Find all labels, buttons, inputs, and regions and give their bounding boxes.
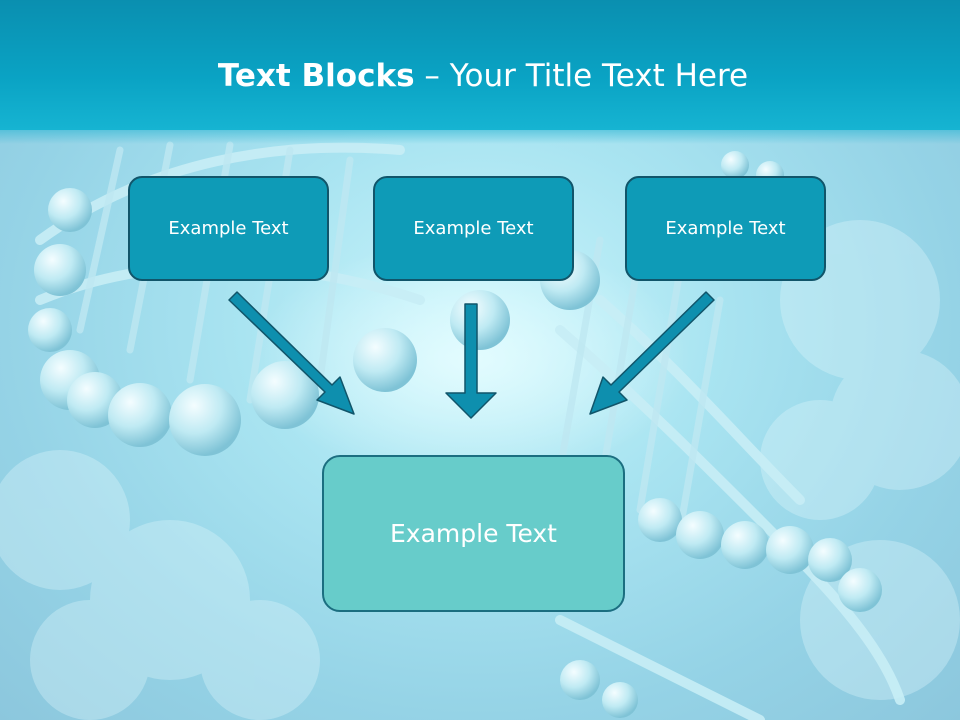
arrow-center-down: [445, 303, 497, 419]
text-block-2[interactable]: Example Text: [373, 176, 574, 281]
title-bar: [0, 0, 960, 144]
text-block-3[interactable]: Example Text: [625, 176, 826, 281]
text-block-main-label: Example Text: [390, 519, 557, 548]
title-bold-part: Text Blocks: [217, 58, 415, 94]
text-block-3-label: Example Text: [665, 218, 786, 239]
arrow-left-diagonal: [228, 291, 355, 415]
text-block-2-label: Example Text: [413, 218, 534, 239]
title-regular-part: – Your Title Text Here: [414, 58, 749, 94]
text-block-1[interactable]: Example Text: [128, 176, 329, 281]
arrow-right-diagonal: [589, 291, 715, 415]
text-block-main[interactable]: Example Text: [322, 455, 625, 612]
text-block-1-label: Example Text: [168, 218, 289, 239]
slide-title: Text Blocks – Your Title Text Here: [0, 52, 960, 100]
